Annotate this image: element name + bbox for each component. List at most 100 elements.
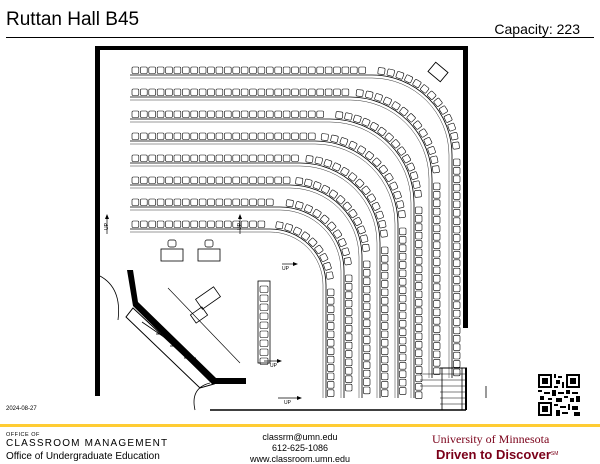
- seat-icon: [173, 88, 182, 96]
- seat-icon: [293, 226, 302, 236]
- seat-icon: [215, 66, 224, 74]
- seat-icon: [345, 325, 353, 333]
- seat-icon: [240, 66, 249, 74]
- qr-code-icon: [538, 374, 580, 416]
- seat-row-desk: [130, 140, 399, 398]
- seat-icon: [381, 372, 389, 381]
- seat-icon: [335, 111, 344, 119]
- seat-icon: [156, 132, 165, 140]
- seat-icon: [381, 271, 389, 280]
- seat-icon: [399, 269, 407, 278]
- plan-date: 2024-08-27: [6, 406, 37, 412]
- seat-icon: [182, 220, 190, 228]
- seat-icon: [415, 299, 423, 307]
- seat-icon: [404, 74, 414, 84]
- seat-icon: [249, 132, 257, 140]
- seat-icon: [363, 353, 371, 361]
- seat-icon: [453, 158, 461, 167]
- seat-icon: [304, 204, 313, 214]
- seat-icon: [450, 132, 459, 141]
- seat-icon: [399, 311, 407, 320]
- seat-icon: [131, 66, 140, 74]
- seat-icon: [399, 378, 407, 387]
- seat-icon: [386, 68, 395, 77]
- seat-icon: [224, 198, 232, 206]
- seat-icon: [433, 342, 441, 350]
- seat-icon: [282, 66, 291, 74]
- seat-icon: [299, 110, 308, 118]
- seat-icon: [363, 319, 371, 327]
- seat-icon: [381, 263, 389, 271]
- seat-icon: [224, 132, 232, 140]
- seat-icon: [433, 207, 441, 216]
- seat-icon: [249, 66, 257, 74]
- seat-icon: [453, 326, 461, 335]
- seat-icon: [399, 261, 407, 269]
- lectern: [194, 286, 222, 310]
- contact-website[interactable]: www.classroom.umn.edu: [249, 454, 351, 464]
- floor-plan: UP UP UP UP UP: [95, 46, 487, 411]
- seat-icon: [148, 132, 156, 140]
- seat-icon: [259, 285, 269, 293]
- seat-row-desk-edge: [130, 209, 342, 398]
- seat-icon: [259, 357, 269, 365]
- seat-icon: [402, 154, 411, 164]
- seat-icon: [131, 220, 140, 228]
- seat-icon: [207, 220, 215, 228]
- seat-icon: [453, 251, 461, 259]
- seat-icon: [453, 276, 461, 284]
- seat-icon: [215, 198, 224, 206]
- seat-icon: [415, 307, 423, 315]
- seat-row-desk-edge: [130, 143, 396, 398]
- seat-icon: [299, 132, 308, 140]
- seat-icon: [291, 132, 299, 140]
- seat-icon: [433, 182, 441, 191]
- seat-icon: [415, 257, 423, 265]
- seat-icon: [207, 176, 215, 184]
- seat-icon: [282, 88, 291, 96]
- seat-icon: [198, 198, 207, 206]
- seat-icon: [363, 386, 371, 395]
- seat-icon: [249, 176, 257, 184]
- seat-icon: [415, 265, 423, 273]
- seat-icon: [381, 389, 389, 397]
- seat-icon: [380, 229, 388, 238]
- seat-icon: [291, 66, 299, 74]
- seat-icon: [384, 173, 394, 182]
- seat-icon: [453, 183, 461, 192]
- seat-icon: [308, 88, 316, 96]
- seat-icon: [173, 198, 182, 206]
- seat-icon: [348, 172, 358, 182]
- office-subtitle: Office of Undergraduate Education: [6, 451, 160, 462]
- office-of-label: OFFICE OF: [6, 432, 40, 438]
- seat-icon: [312, 209, 322, 218]
- seat-icon: [327, 288, 335, 297]
- seat-icon: [156, 154, 165, 162]
- seat-icon: [257, 66, 266, 74]
- seat-icon: [399, 345, 407, 353]
- seat-icon: [308, 237, 318, 247]
- seat-icon: [452, 141, 460, 150]
- seat-icon: [353, 114, 362, 124]
- seat-icon: [383, 96, 392, 106]
- seat-icon: [207, 154, 215, 162]
- seat-icon: [415, 273, 423, 282]
- seat-icon: [224, 66, 232, 74]
- seat-icon: [360, 234, 369, 243]
- seat-icon: [381, 330, 389, 339]
- seat-icon: [345, 383, 353, 392]
- seat-icon: [327, 355, 335, 364]
- seat-icon: [453, 200, 461, 209]
- contact-email[interactable]: classrm@umn.edu: [262, 432, 338, 442]
- seat-icon: [165, 132, 173, 140]
- seat-icon: [308, 110, 316, 118]
- seat-icon: [327, 372, 335, 381]
- seat-icon: [312, 181, 322, 190]
- seat-icon: [378, 220, 387, 229]
- seat-icon: [333, 229, 342, 239]
- seat-icon: [399, 294, 407, 303]
- seat-icon: [369, 122, 379, 131]
- seat-icon: [232, 176, 240, 184]
- seat-icon: [165, 154, 173, 162]
- seat-icon: [430, 155, 439, 164]
